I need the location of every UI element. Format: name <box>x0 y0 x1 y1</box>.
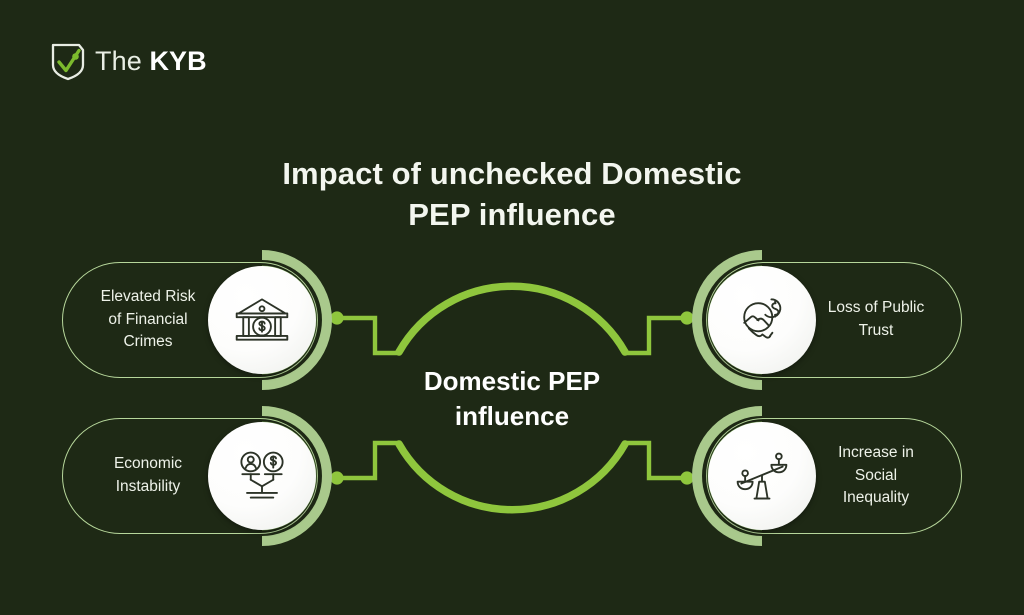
center-label-line-2: influence <box>454 400 570 431</box>
node-increase-in-social-inequality[interactable]: Increase in Social Inequality <box>692 406 962 546</box>
node-label-line-3: Inequality <box>842 489 910 507</box>
node-label: Elevated Risk of Financial Crimes <box>84 262 212 378</box>
brand-logo-text-kyb: KYB <box>149 45 207 76</box>
center-ring-top-arc <box>395 282 629 356</box>
node-label-line-1: Elevated Risk <box>100 288 196 306</box>
node-label-line-2: of Financial <box>108 310 188 328</box>
connector-bottom-left <box>338 440 401 481</box>
pill-outline <box>706 418 962 534</box>
page-title-line-1: Impact of unchecked Domestic <box>282 155 742 191</box>
node-economic-instability[interactable]: Economic Instability <box>62 406 332 546</box>
page-title: Impact of unchecked Domestic PEP influen… <box>0 154 1024 236</box>
connector-top-right <box>623 315 686 356</box>
node-label-line-1: Loss of Public <box>827 299 925 317</box>
node-label: Increase in Social Inequality <box>812 418 940 534</box>
pill-outline <box>62 418 318 534</box>
brand-logo-text-the: The <box>95 45 150 76</box>
shield-check-logo-icon <box>50 41 86 81</box>
connector-top-left <box>338 315 401 356</box>
node-label-line-2: Social <box>854 466 898 484</box>
center-label-line-1: Domestic PEP <box>423 366 601 396</box>
page-title-line-2: PEP influence <box>408 196 616 232</box>
unbalanced-scale-icon <box>708 422 816 530</box>
node-label-line-2: Instability <box>115 478 181 495</box>
node-label-line-1: Economic <box>113 455 183 473</box>
node-label: Loss of Public Trust <box>812 262 940 378</box>
node-label: Economic Instability <box>84 418 212 534</box>
pill-outline <box>706 262 962 378</box>
center-ring-bottom-arc <box>395 440 629 514</box>
brand-logo: The KYB <box>50 41 207 81</box>
handshake-broken-trust-icon <box>708 266 816 374</box>
node-label-line-3: Crimes <box>123 333 173 351</box>
bank-dollar-icon <box>208 266 316 374</box>
node-label-line-1: Increase in <box>838 444 914 462</box>
center-label: Domestic PEP influence <box>362 364 662 433</box>
node-loss-of-public-trust[interactable]: Loss of Public Trust <box>692 250 962 390</box>
person-money-scale-icon <box>208 422 316 530</box>
node-label-line-2: Trust <box>858 322 894 339</box>
node-elevated-risk-of-financial-crimes[interactable]: Elevated Risk of Financial Crimes <box>62 250 332 390</box>
pill-outline <box>62 262 318 378</box>
connector-bottom-right <box>623 440 686 481</box>
brand-logo-text: The KYB <box>95 45 207 76</box>
